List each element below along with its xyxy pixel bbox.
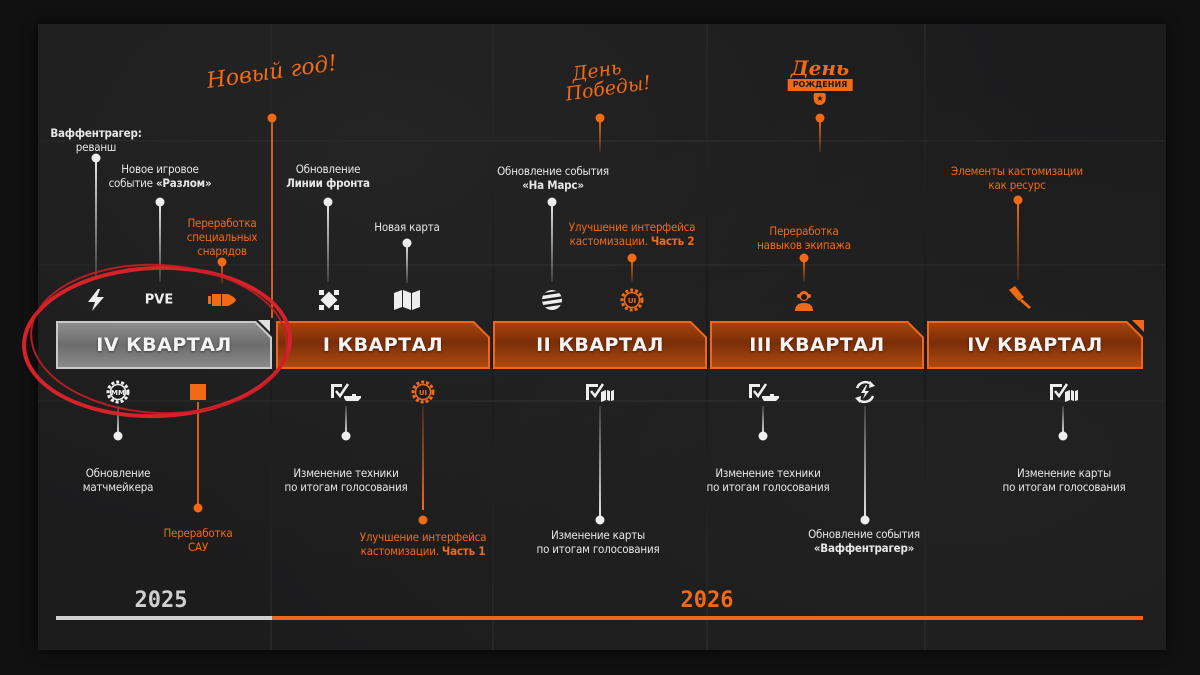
milestone-label: Новая карта [374,220,440,234]
quarter-ii-2026: II КВАРТАЛ [493,321,707,369]
paintbrush-icon [1007,286,1033,310]
vote-tank-icon [330,382,362,402]
milestone-label: Изменение карты по итогам голосования [1002,466,1126,494]
milestone-stem [599,406,601,520]
frontline-icon [318,289,340,311]
matchmaker-gear-icon: MM [105,379,131,405]
milestone-label: Изменение карты по итогам голосования [536,528,660,556]
event-stem [599,118,601,152]
milestone-dot [1058,431,1068,441]
quarter-iv-2026: IV КВАРТАЛ [927,321,1143,369]
milestone-dot [758,431,768,441]
milestone-label: Переработка навыков экипажа [757,224,851,252]
milestone-stem [117,406,119,436]
quarter-iii-2026: III КВАРТАЛ [710,321,924,369]
milestone-stem [406,243,408,283]
milestone-stem [631,258,633,282]
milestone-stem [1062,406,1064,436]
fold-line [38,140,1166,142]
shell-icon [208,293,236,307]
milestone-dot [113,431,123,441]
milestone-dot [595,515,605,525]
milestone-stem [551,202,553,282]
ui-gear-icon: UI [410,379,436,405]
milestone-dot [341,431,351,441]
mars-planet-icon [541,289,563,311]
lightning-icon [86,289,106,311]
year-2025: 2025 [134,588,188,613]
milestone-label: Изменение техники по итогам голосования [706,466,830,494]
milestone-label: Обновление события «На Марс» [497,164,609,192]
milestone-dot [418,515,428,525]
milestone-stem [1017,200,1019,280]
milestone-label: Обновление события «Ваффентрагер» [808,527,920,555]
milestone-stem [803,258,805,282]
milestone-stem [159,202,161,282]
milestone-label: Новое игровое событие «Разлом» [108,162,212,190]
milestone-label: Изменение техники по итогам голосования [284,466,408,494]
fold-line [38,264,1166,266]
milestone-label: Обновление Линии фронта [286,162,370,190]
fold-line [924,24,926,650]
milestone-stem [197,402,199,508]
milestone-stem [864,406,866,520]
fold-line [706,24,708,650]
pve-icon: PVE [144,292,174,308]
milestone-label: Переработка САУ [163,526,233,554]
vote-map-icon [585,382,615,402]
milestone-dot [193,503,203,513]
spg-square-icon [190,384,206,400]
map-icon [394,290,420,310]
milestone-stem [221,262,223,284]
new-year-line [271,118,273,318]
timeline-bar-2026 [272,616,1143,620]
milestone-label: Переработка специальных снарядов [186,216,258,258]
svg-text:UI: UI [628,297,636,305]
corner-marker [258,320,270,332]
corner-marker [1132,320,1144,332]
vote-tank-icon [748,382,780,402]
milestone-stem [327,202,329,282]
birthday-ribbon: РОЖДЕНИЯ [787,79,853,91]
milestone-label: Улучшение интерфейса кастомизации. Часть… [359,530,487,558]
timeline-bar-2025 [56,616,272,620]
milestone-label: Обновление матчмейкера [82,466,154,494]
milestone-stem [762,406,764,436]
milestone-stem [422,406,424,510]
vote-map-icon [1049,382,1079,402]
ui-gear-icon: UI [619,287,645,313]
year-2026: 2026 [680,588,734,613]
svg-text:UI: UI [419,389,427,397]
milestone-stem [345,406,347,436]
crew-icon [794,289,814,311]
birthday-title: День РОЖДЕНИЯ ★ [787,58,853,105]
event-refresh-icon [852,379,878,405]
quarter-iv-2025: IV КВАРТАЛ [56,321,272,369]
event-stem [819,118,821,152]
milestone-label: Улучшение интерфейса кастомизации. Часть… [568,220,696,248]
quarter-i-2026: I КВАРТАЛ [276,321,490,369]
milestone-label: Элементы кастомизации как ресурс [951,164,1083,192]
milestone-dot [860,515,870,525]
milestone-label: Ваффентрагер: реванш [50,126,142,154]
svg-text:MM: MM [111,389,125,397]
milestone-stem [95,158,97,278]
star-badge-icon: ★ [813,93,826,105]
